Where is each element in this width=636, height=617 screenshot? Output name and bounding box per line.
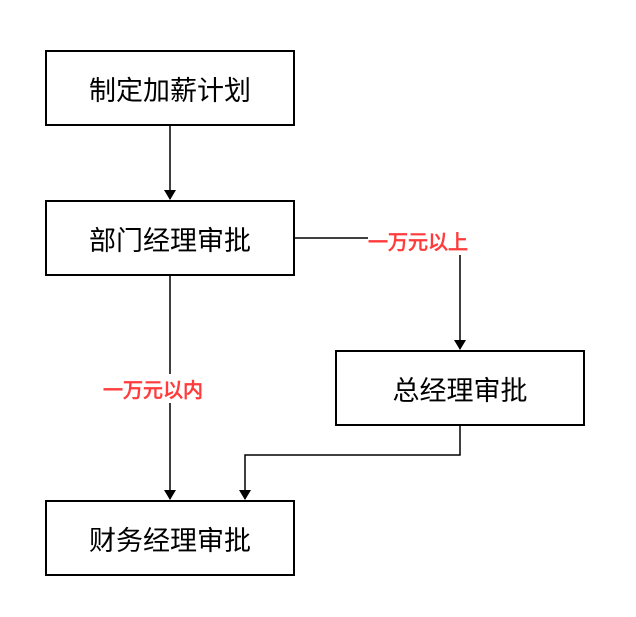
node-plan: 制定加薪计划 bbox=[45, 50, 295, 126]
node-finance-manager: 财务经理审批 bbox=[45, 500, 295, 576]
node-dept-manager: 部门经理审批 bbox=[45, 200, 295, 276]
node-dept-manager-label: 部门经理审批 bbox=[89, 225, 251, 257]
edge-label-within-10k: 一万元以内 bbox=[103, 374, 203, 403]
node-general-manager-label: 总经理审批 bbox=[392, 375, 528, 407]
arrow-gm-to-finance bbox=[239, 426, 461, 500]
node-general-manager: 总经理审批 bbox=[335, 350, 585, 426]
edge-label-above-10k: 一万元以上 bbox=[368, 226, 468, 255]
node-finance-manager-label: 财务经理审批 bbox=[89, 525, 251, 557]
node-plan-label: 制定加薪计划 bbox=[89, 75, 251, 107]
